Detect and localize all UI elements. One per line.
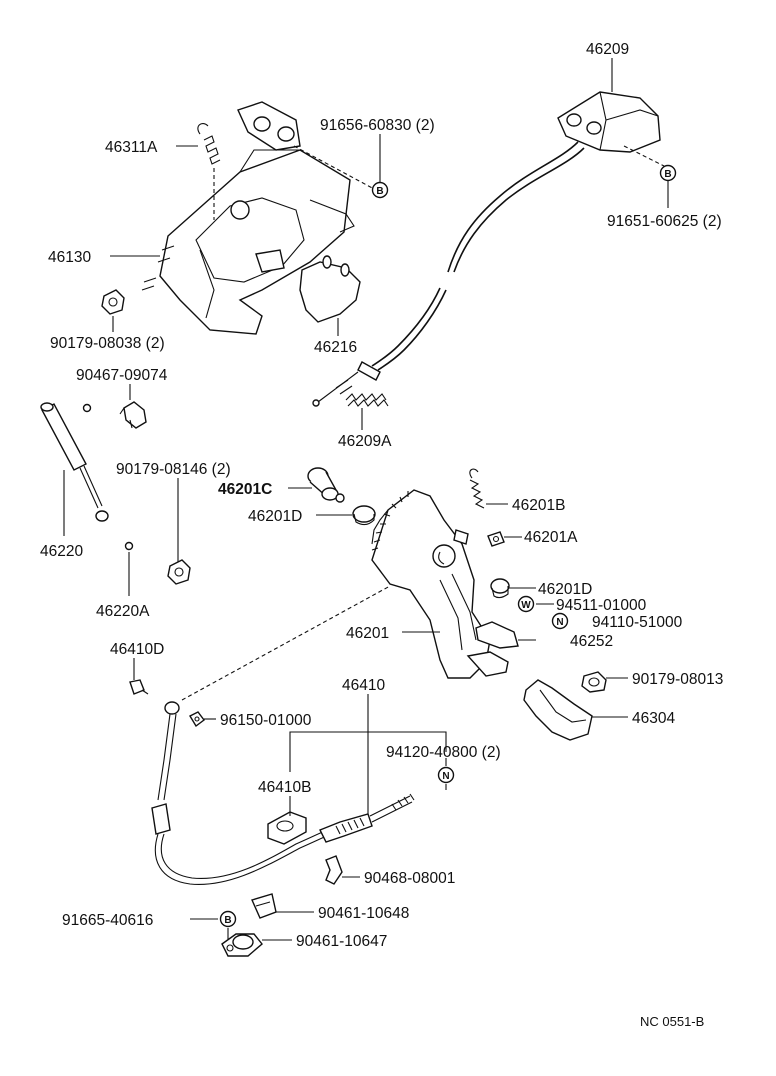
svg-text:W: W [521, 600, 531, 611]
symbol-n-1: N [551, 612, 569, 630]
label-96150-01000: 96150-01000 [220, 712, 312, 729]
nut-90179-08013 [581, 671, 607, 693]
label-94120-40800: 94120-40800 (2) [386, 744, 501, 761]
label-46201D-lower: 46201D [538, 581, 592, 598]
pedal-bracket-46130 [141, 101, 355, 335]
pedal-arm-46201 [371, 489, 491, 679]
spring-46311A [197, 123, 221, 220]
label-46410D: 46410D [110, 641, 164, 658]
symbol-b-3: B [219, 910, 237, 928]
label-90461-10647: 90461-10647 [296, 933, 387, 950]
svg-text:N: N [556, 617, 563, 628]
label-90461-10648: 90461-10648 [318, 905, 409, 922]
bolt-46201A [487, 531, 505, 547]
label-91651-60625: 91651-60625 (2) [607, 213, 722, 230]
pedal-cover-46304 [523, 679, 593, 741]
diagram-code: NC 0551-B [640, 1014, 704, 1029]
label-46201: 46201 [346, 625, 389, 642]
spring-46209A [345, 393, 389, 407]
label-90468-08001: 90468-08001 [364, 870, 455, 887]
clamp-90461-10647 [221, 933, 263, 957]
svg-text:B: B [224, 915, 231, 926]
control-cable [312, 141, 585, 407]
grommet-46410B [267, 811, 307, 845]
pad-46252 [475, 621, 519, 649]
label-94110-51000: 94110-51000 [592, 614, 683, 631]
part-labels: 46209 91656-60830 (2) 46311A 46130 91651… [40, 41, 723, 950]
clamp-90461-10648 [251, 893, 277, 919]
label-91656-60830: 91656-60830 (2) [320, 117, 435, 134]
bushing-46201C [307, 467, 345, 503]
spring-46201B [469, 468, 485, 509]
label-90179-08013: 90179-08013 [632, 671, 723, 688]
release-cable-46410 [151, 701, 415, 885]
label-46220: 46220 [40, 543, 83, 560]
label-46311A: 46311A [105, 139, 158, 156]
clip-96150-01000 [189, 711, 205, 728]
svg-text:B: B [376, 186, 383, 197]
cable-bracket-46209 [557, 91, 661, 153]
nut-90179-08146 [124, 541, 191, 585]
label-90467-09074: 90467-09074 [76, 367, 168, 384]
svg-text:B: B [664, 169, 671, 180]
clamp-90468-08001 [325, 855, 343, 885]
label-46209: 46209 [586, 41, 629, 58]
leader-lines [63, 58, 669, 941]
svg-text:N: N [442, 771, 449, 782]
label-46410: 46410 [342, 677, 385, 694]
label-46209A: 46209A [338, 433, 392, 450]
nut-90179-08038 [101, 289, 125, 315]
symbol-w: W [517, 595, 535, 613]
label-46201D-upper: 46201D [248, 508, 302, 525]
label-46201A: 46201A [524, 529, 578, 546]
bushing-46201D-right [490, 578, 510, 599]
cover-46216 [299, 255, 361, 323]
label-90179-08038: 90179-08038 (2) [50, 335, 165, 352]
symbol-n-2: N [437, 766, 455, 784]
label-94511-01000: 94511-01000 [556, 597, 647, 614]
label-46130: 46130 [48, 249, 91, 266]
clip-90467-09074 [82, 401, 147, 429]
label-90179-08146: 90179-08146 (2) [116, 461, 231, 478]
label-46220A: 46220A [96, 603, 150, 620]
pedal-pad [466, 651, 509, 677]
symbol-b-2: B [659, 164, 677, 182]
label-46304: 46304 [632, 710, 675, 727]
label-46410B: 46410B [258, 779, 311, 796]
bushing-46201D-left [352, 505, 376, 526]
label-46201C: 46201C [218, 481, 272, 498]
strut-46220 [40, 402, 109, 522]
bolt-46410D [129, 679, 149, 695]
label-46216: 46216 [314, 339, 357, 356]
label-46201B: 46201B [512, 497, 565, 514]
symbol-b-1: B [371, 181, 389, 199]
label-46252: 46252 [570, 633, 613, 650]
label-91665-40616: 91665-40616 [62, 912, 153, 929]
